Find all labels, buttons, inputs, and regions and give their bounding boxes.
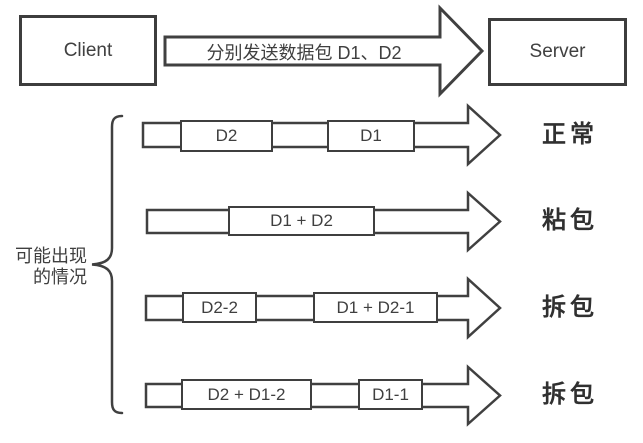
main-transfer-arrow xyxy=(163,4,485,98)
result-label-split-2: 拆包 xyxy=(542,381,598,408)
server-label: Server xyxy=(529,41,586,62)
packet-box-d1-plus-d2-1: D1 + D2-1 xyxy=(313,292,438,323)
packet-box-d1: D1 xyxy=(327,120,415,152)
side-note: 可能出现 的情况 xyxy=(8,246,87,288)
side-note-line2: 的情况 xyxy=(33,267,87,287)
side-note-line1: 可能出现 xyxy=(15,246,87,266)
packet-box-d2-2: D2-2 xyxy=(182,292,257,323)
packet-box-d2: D2 xyxy=(180,120,273,152)
server-box: Server xyxy=(488,18,627,86)
packet-box-d1-1: D1-1 xyxy=(358,379,423,410)
brace xyxy=(91,114,124,415)
packet-label: D2 + D1-2 xyxy=(207,384,286,404)
packet-label: D1 + D2 xyxy=(270,211,333,230)
packet-box-d1-plus-d2: D1 + D2 xyxy=(228,206,375,236)
packet-label: D2-2 xyxy=(201,297,238,317)
packet-label: D1 + D2-1 xyxy=(336,297,415,317)
packet-label: D1 xyxy=(360,126,382,145)
packet-label: D2 xyxy=(215,126,238,145)
client-label: Client xyxy=(63,39,113,61)
main-arrow-caption: 分别发送数据包 D1、D2 xyxy=(206,42,402,63)
result-label-normal: 正常 xyxy=(542,121,598,148)
result-label-split-1: 拆包 xyxy=(542,294,598,321)
packet-label: D1-1 xyxy=(372,384,409,404)
result-label-sticky: 粘包 xyxy=(542,207,598,234)
packet-box-d2-plus-d1-2: D2 + D1-2 xyxy=(181,379,312,410)
client-box: Client xyxy=(19,15,157,86)
